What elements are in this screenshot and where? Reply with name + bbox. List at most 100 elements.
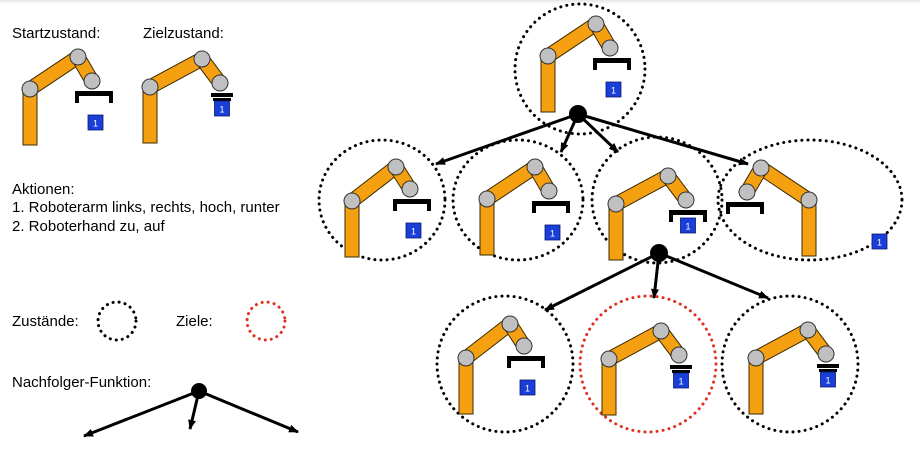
joint-icon [752, 159, 770, 177]
block-label: 1 [219, 105, 224, 115]
joint-icon [601, 39, 619, 57]
block-label: 1 [825, 376, 830, 386]
gripper-icon [670, 365, 692, 369]
states-legend-label: Zustände: [12, 313, 79, 330]
goal-circle-l3-2 [578, 294, 718, 434]
edge-arrow [577, 112, 749, 166]
block-icon: 1 [87, 114, 104, 131]
block-icon: 1 [871, 233, 888, 250]
joint-icon [478, 190, 496, 208]
robot-arm-icon [726, 159, 818, 257]
action-2-text: 2. Roboterhand zu, auf [12, 218, 165, 235]
successor-node-icon [569, 105, 587, 123]
block-icon: 1 [673, 372, 689, 389]
action-1-text: 1. Roboterarm links, rechts, hoch, runte… [12, 199, 280, 216]
gripper-icon [817, 364, 839, 368]
block-label: 1 [550, 229, 555, 239]
joint-icon [738, 183, 756, 201]
block-label: 1 [411, 227, 416, 237]
robot-arm-icon: 1 [343, 158, 431, 258]
joint-icon [193, 50, 211, 68]
gripper-icon [669, 210, 707, 215]
block-icon: 1 [214, 100, 230, 117]
state-circles-layer [96, 2, 904, 434]
joint-icon [515, 337, 533, 355]
joint-icon [501, 315, 519, 333]
state-circle-l2-3 [590, 135, 724, 265]
edge-arrow [544, 251, 660, 312]
robot-arm-icon: 1 [539, 15, 631, 113]
gripper-icon [393, 199, 431, 204]
state-circle-l3-1 [435, 294, 575, 434]
joint-icon [747, 349, 765, 367]
block-icon: 1 [519, 379, 536, 396]
block-label: 1 [678, 377, 683, 387]
robot-arm-icon: 1 [600, 322, 692, 416]
gripper-icon [211, 93, 233, 97]
joint-icon [817, 345, 835, 363]
gripper-icon [507, 356, 545, 361]
state-circle-l2-1 [317, 138, 447, 262]
joint-icon [652, 322, 670, 340]
joint-icon [607, 195, 625, 213]
successor-node-icon [650, 244, 668, 262]
robot-arm-icon: 1 [21, 48, 113, 146]
block-icon: 1 [544, 224, 561, 241]
joint-icon [83, 72, 101, 90]
robot-arm-icon: 1 [478, 158, 570, 256]
block-icon: 1 [405, 222, 422, 239]
joint-icon [69, 48, 87, 66]
joint-icon [677, 191, 695, 209]
goal-circle-icon [245, 300, 287, 342]
block-icon: 1 [820, 371, 836, 388]
joint-icon [600, 350, 618, 368]
joint-icon [539, 47, 557, 65]
joint-icon [800, 191, 818, 209]
edge-arrow [576, 112, 620, 154]
joint-icon [343, 192, 361, 210]
joint-icon [540, 182, 558, 200]
successor-nodes-layer [191, 105, 668, 399]
block-label: 1 [685, 222, 690, 232]
successor-node-icon [191, 383, 207, 399]
successor-legend-label: Nachfolger-Funktion: [12, 374, 152, 391]
edge-arrow [198, 389, 299, 434]
edge-arrow [435, 112, 579, 166]
joint-icon [21, 80, 39, 98]
robots-layer: 1 1 1 1 1 1 1 1 1 1 [21, 15, 888, 416]
joint-icon [587, 15, 605, 33]
gripper-icon [532, 201, 570, 206]
joint-icon [387, 158, 405, 176]
block-icon: 1 [680, 217, 696, 234]
state-circle-l2-2 [451, 138, 585, 262]
gripper-icon [75, 91, 113, 96]
joint-icon [670, 346, 688, 364]
state-circle-l3-3 [720, 294, 860, 434]
edge-arrow [658, 251, 769, 300]
joint-icon [457, 349, 475, 367]
edges-layer [83, 112, 769, 438]
robot-arm-icon: 1 [141, 50, 233, 144]
block-label: 1 [877, 238, 882, 248]
joint-icon [799, 321, 817, 339]
block-label: 1 [611, 86, 616, 96]
robot-arm-icon: 1 [457, 315, 545, 415]
robot-arm-icon: 1 [747, 321, 839, 415]
block-icon: 1 [605, 81, 622, 98]
block-floor-right: 1 [871, 233, 888, 250]
state-circle-root [513, 2, 647, 136]
edge-arrow [83, 389, 200, 438]
robot-arm-icon: 1 [607, 167, 707, 261]
gripper-icon [726, 202, 764, 207]
joint-icon [211, 74, 229, 92]
joint-icon [659, 167, 677, 185]
goals-legend-label: Ziele: [176, 313, 213, 330]
actions-heading: Aktionen: [12, 181, 75, 198]
state-circle-icon [96, 300, 138, 342]
joint-icon [526, 158, 544, 176]
goal-state-label: Zielzustand: [143, 25, 224, 42]
top-shadow-bar [0, 0, 920, 4]
joint-icon [401, 180, 419, 198]
state-circle-l2-4 [716, 138, 904, 262]
